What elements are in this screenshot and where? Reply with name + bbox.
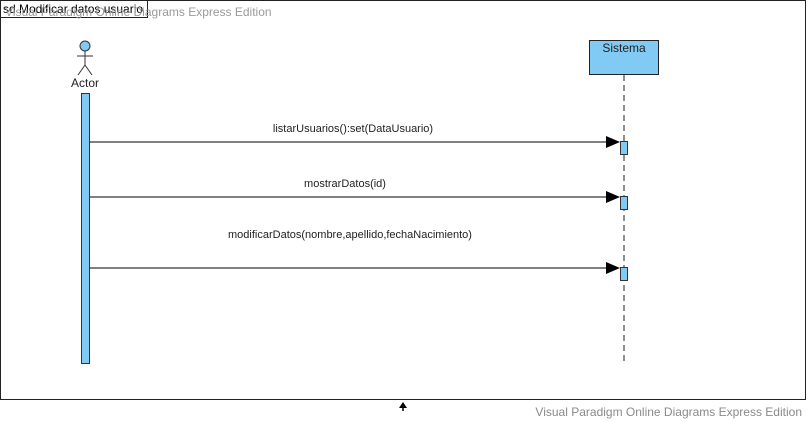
actor-stick-figure-icon	[77, 40, 93, 76]
message-arrow-1	[90, 136, 620, 148]
actor-label: Actor	[70, 76, 99, 90]
sistema-activation-3	[620, 267, 628, 281]
message-label-1: listarUsuarios():set(DataUsuario)	[272, 123, 434, 135]
sequence-diagram-frame: sd Modificar datos usuario Visual Paradi…	[0, 0, 806, 400]
frame-title: sd Modificar datos usuario	[1, 1, 149, 18]
sistema-activation-1	[620, 141, 628, 155]
resize-arrow-icon[interactable]	[399, 402, 407, 411]
message-arrow-3	[90, 262, 620, 274]
watermark-bottom: Visual Paradigm Online Diagrams Express …	[535, 405, 802, 419]
watermark-top: Visual Paradigm Online Diagrams Express …	[5, 5, 272, 19]
message-label-2: mostrarDatos(id)	[304, 178, 386, 190]
message-arrow-2	[90, 191, 620, 203]
message-label-3: modificarDatos(nombre,apellido,fechaNaci…	[228, 229, 472, 241]
actor-activation-bar	[81, 93, 90, 364]
sistema-activation-2	[620, 196, 628, 210]
sistema-lifeline-head[interactable]: Sistema	[589, 40, 659, 75]
sistema-label: Sistema	[602, 41, 646, 55]
